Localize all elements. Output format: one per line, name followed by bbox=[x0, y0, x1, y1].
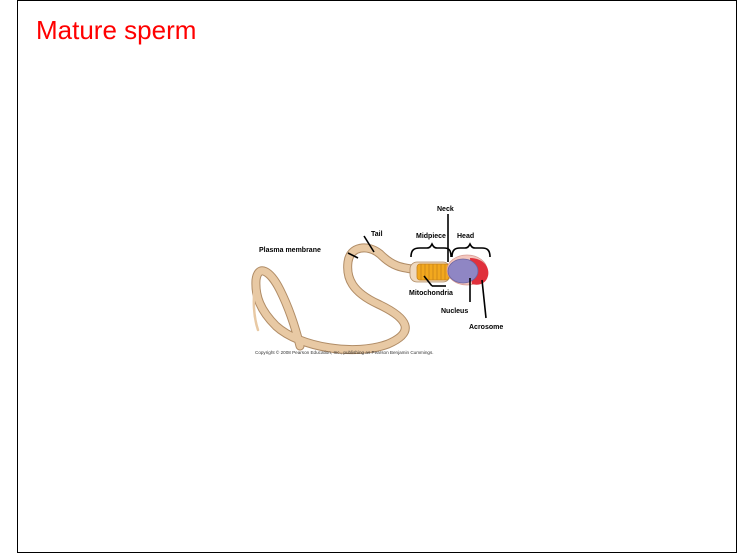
nucleus-shape bbox=[448, 259, 478, 283]
label-plasma-membrane: Plasma membrane bbox=[259, 247, 321, 254]
label-nucleus: Nucleus bbox=[441, 308, 468, 315]
label-head: Head bbox=[457, 233, 474, 240]
acrosome-line bbox=[482, 280, 486, 318]
label-acrosome: Acrosome bbox=[469, 324, 503, 331]
midpiece bbox=[410, 262, 450, 282]
label-neck: Neck bbox=[437, 206, 454, 213]
label-midpiece: Midpiece bbox=[416, 233, 446, 240]
sperm-tail bbox=[254, 248, 420, 350]
label-tail: Tail bbox=[371, 231, 383, 238]
midpiece-bracket bbox=[411, 244, 451, 257]
label-mitochondria: Mitochondria bbox=[409, 290, 453, 297]
copyright-notice: Copyright © 2008 Pearson Education, Inc.… bbox=[255, 349, 434, 355]
